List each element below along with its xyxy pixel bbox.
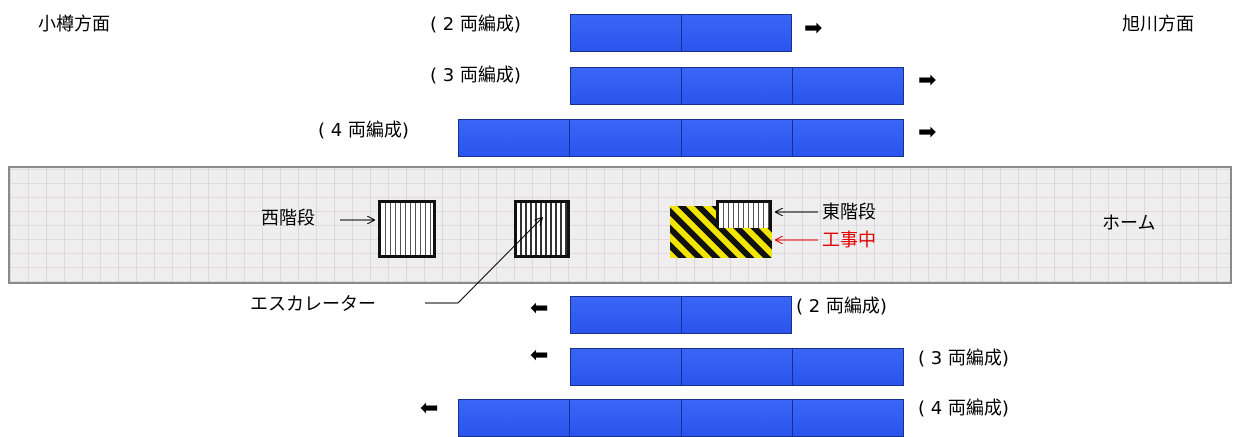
train-label-lower-4cars: ( 4 両編成)	[918, 398, 1009, 419]
arrow-left-icon: ⬅	[530, 296, 549, 321]
arrow-left-icon: ⬅	[530, 343, 549, 368]
train-car	[792, 400, 903, 436]
train-lower-2cars	[570, 296, 792, 334]
direction-otaru: 小樽方面	[38, 14, 110, 35]
train-upper-4cars	[458, 119, 904, 157]
train-label-lower-2cars: ( 2 両編成)	[796, 296, 887, 317]
train-label-upper-2cars: ( 2 両編成)	[430, 14, 521, 35]
train-lower-3cars	[570, 348, 904, 386]
train-upper-3cars	[570, 67, 904, 105]
arrow-right-icon: ➡	[918, 68, 937, 93]
train-car	[681, 297, 791, 333]
train-car	[681, 400, 793, 436]
platform	[8, 166, 1232, 284]
direction-asahikawa: 旭川方面	[1122, 14, 1194, 35]
train-car	[571, 349, 682, 385]
west-stairs	[378, 200, 436, 258]
platform-label: ホーム	[1102, 213, 1156, 234]
train-upper-2cars	[570, 14, 792, 52]
train-car	[792, 120, 903, 156]
train-label-lower-3cars: ( 3 両編成)	[918, 348, 1009, 369]
train-car	[793, 68, 903, 104]
train-car	[459, 120, 571, 156]
east-stairs	[716, 200, 772, 228]
train-car	[570, 400, 682, 436]
train-car	[571, 15, 682, 51]
train-car	[682, 349, 793, 385]
east-stairs-label: 東階段	[822, 202, 876, 223]
arrow-right-icon: ➡	[918, 120, 937, 145]
train-car	[682, 68, 793, 104]
train-car	[570, 120, 682, 156]
arrow-left-icon: ⬅	[420, 396, 439, 421]
construction-label: 工事中	[822, 230, 876, 251]
train-label-upper-3cars: ( 3 両編成)	[430, 65, 521, 86]
west-stairs-label: 西階段	[261, 208, 315, 229]
train-car	[793, 349, 903, 385]
train-car	[459, 400, 571, 436]
arrow-right-icon: ➡	[804, 16, 823, 41]
train-car	[571, 68, 682, 104]
escalator-label: エスカレーター	[250, 294, 376, 315]
escalator	[514, 200, 570, 258]
train-car	[681, 120, 793, 156]
train-lower-4cars	[458, 399, 904, 437]
train-car	[681, 15, 791, 51]
train-car	[571, 297, 682, 333]
train-label-upper-4cars: ( 4 両編成)	[318, 120, 409, 141]
escalator-leader	[457, 218, 542, 304]
